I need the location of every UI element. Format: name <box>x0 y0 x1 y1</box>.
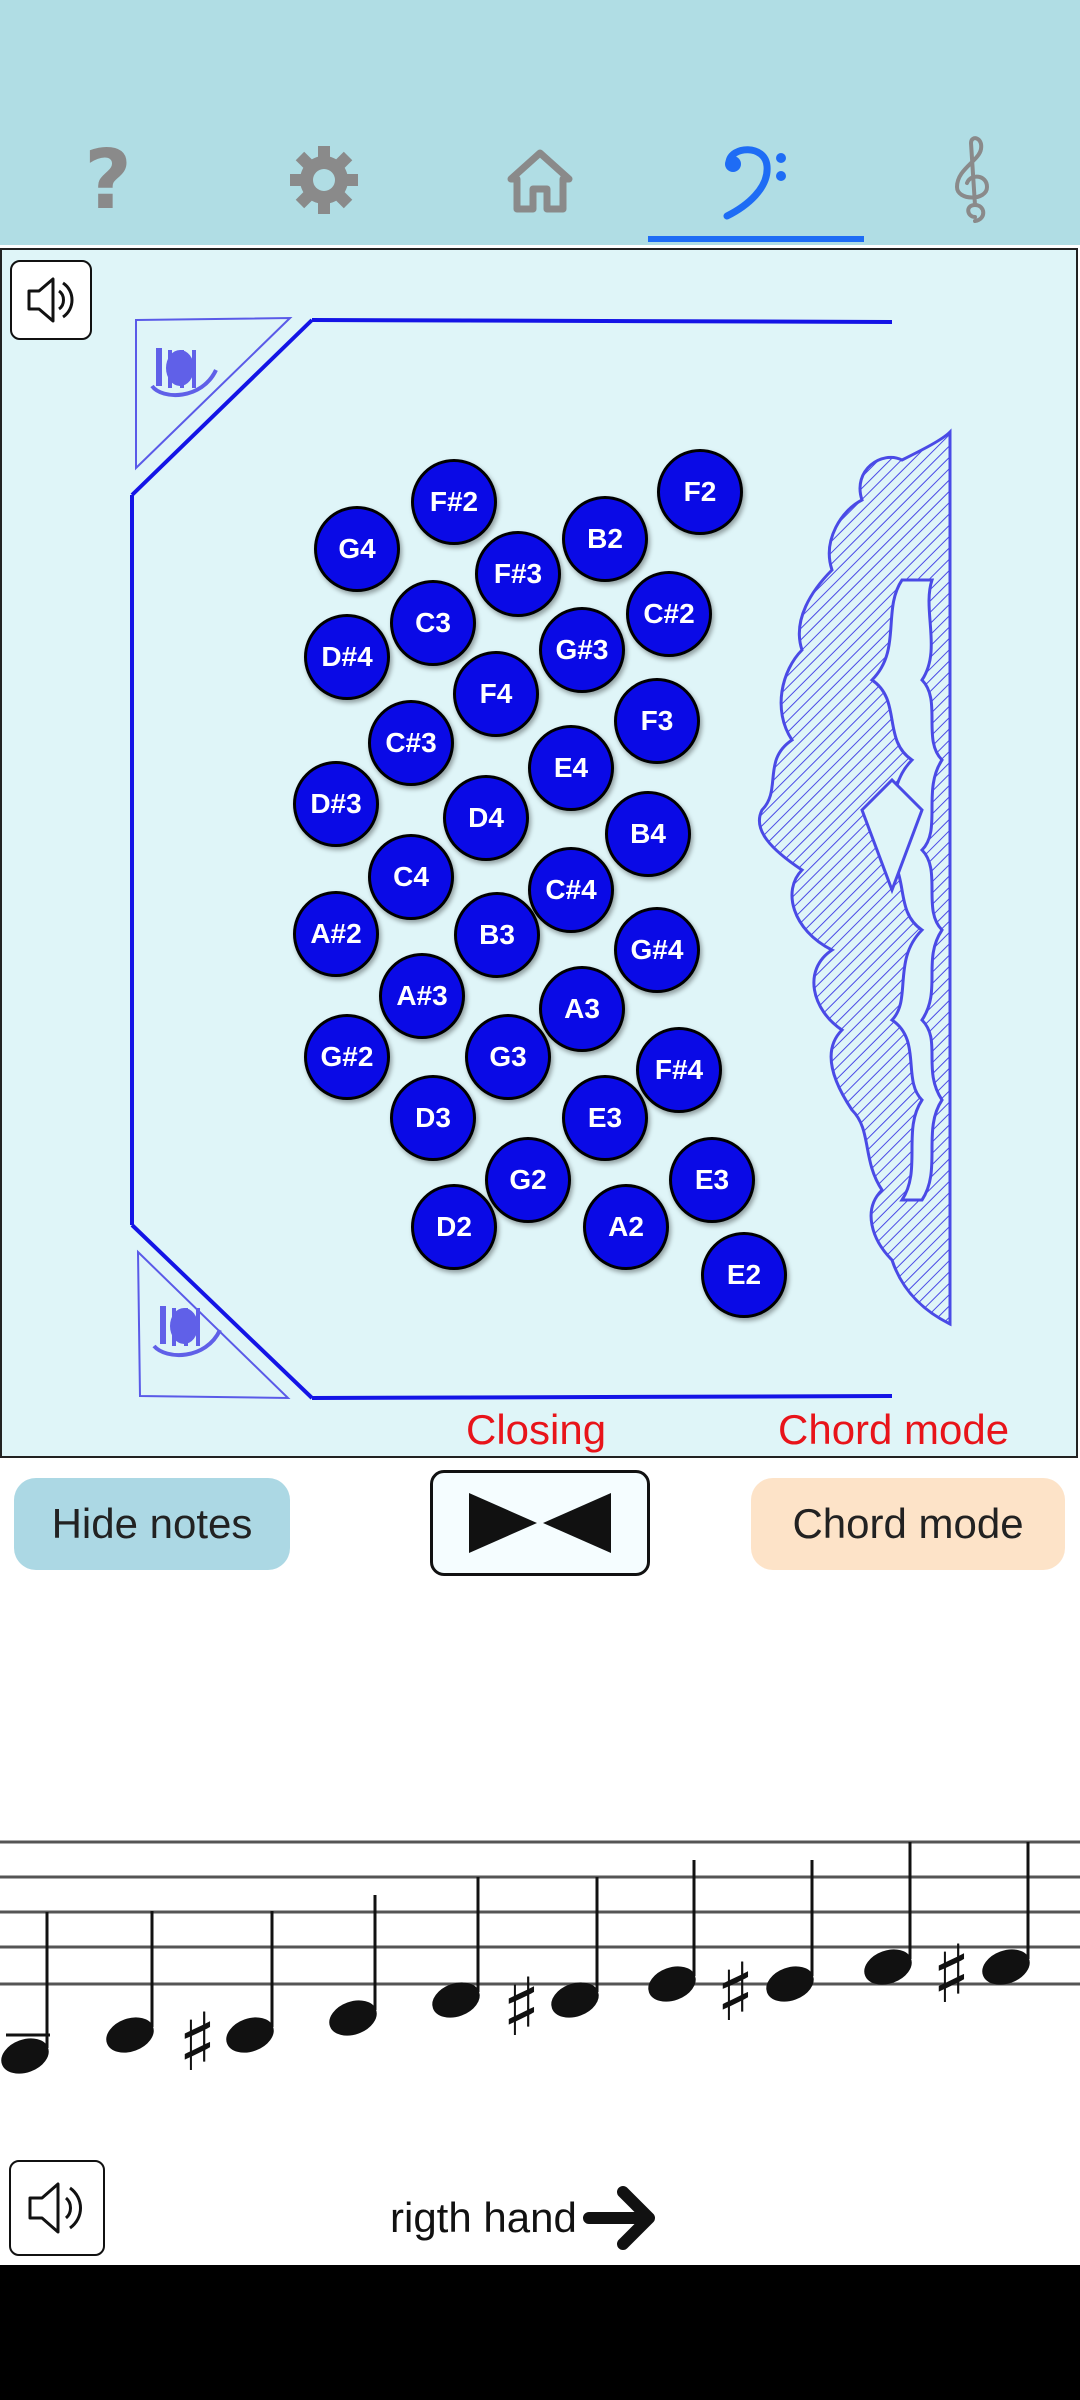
bass-key[interactable]: F#3 <box>475 531 561 617</box>
bass-key[interactable]: A2 <box>583 1184 669 1270</box>
bellows-status: Closing <box>466 1406 607 1453</box>
hand-label: rigth hand <box>390 2194 577 2241</box>
home-icon <box>507 149 573 213</box>
bass-key[interactable]: E4 <box>528 725 614 811</box>
bass-key[interactable]: B3 <box>454 892 540 978</box>
speaker-icon <box>28 2182 82 2234</box>
bass-key[interactable]: D2 <box>411 1184 497 1270</box>
bass-key[interactable]: G#3 <box>539 607 625 693</box>
bass-key[interactable]: B4 <box>605 791 691 877</box>
bass-key[interactable]: E3 <box>669 1137 755 1223</box>
hide-notes-button[interactable]: Hide notes <box>14 1478 290 1570</box>
bass-key[interactable]: D4 <box>443 775 529 861</box>
bass-key[interactable]: C4 <box>368 834 454 920</box>
staff-sound-button[interactable] <box>9 2160 105 2256</box>
svg-text:♯: ♯ <box>178 1996 217 2089</box>
bass-key[interactable]: D3 <box>390 1075 476 1161</box>
bass-key[interactable]: D#3 <box>293 761 379 847</box>
lyre-emblem-bottom <box>152 1306 222 1358</box>
tab-bass[interactable] <box>648 120 864 240</box>
active-tab-indicator <box>648 236 864 242</box>
bass-key[interactable]: E2 <box>701 1232 787 1318</box>
bass-keyboard-panel: F#2 F2 G4 B2 F#3 C3 C#2 D#4 G#3 F4 C#3 F… <box>0 248 1078 1458</box>
bass-key[interactable]: F3 <box>614 678 700 764</box>
bass-key[interactable]: F#4 <box>636 1027 722 1113</box>
system-nav-bar <box>0 2265 1080 2400</box>
tab-treble[interactable] <box>864 120 1080 240</box>
bass-key[interactable]: G2 <box>485 1137 571 1223</box>
staff-notes: ♯ ♯ ♯ ♯ <box>1 1842 1030 2089</box>
bass-key[interactable]: A#2 <box>293 891 379 977</box>
chord-mode-label: Chord mode <box>792 1500 1024 1547</box>
bass-key[interactable]: C3 <box>390 580 476 666</box>
tab-home[interactable] <box>432 120 648 240</box>
bass-key[interactable]: A3 <box>539 966 625 1052</box>
bass-key[interactable]: B2 <box>562 496 648 582</box>
lyre-emblem-top <box>150 348 218 398</box>
mode-status: Chord mode <box>778 1406 1010 1453</box>
sound-toggle-button[interactable] <box>10 260 92 340</box>
bass-key[interactable]: C#4 <box>528 847 614 933</box>
bass-key[interactable]: G4 <box>314 506 400 592</box>
bass-clef-icon <box>723 146 786 220</box>
bellows-icon <box>469 1493 611 1553</box>
bellows-toggle-button[interactable] <box>430 1470 650 1576</box>
tab-help[interactable]: ? <box>0 120 216 240</box>
treble-clef-icon <box>954 136 990 223</box>
bass-key[interactable]: A#3 <box>379 953 465 1039</box>
bass-key[interactable]: D#4 <box>304 614 390 700</box>
bass-key[interactable]: G#2 <box>304 1014 390 1100</box>
svg-text:♯: ♯ <box>932 1928 971 2021</box>
top-tab-bar: ? <box>0 0 1080 245</box>
svg-text:♯: ♯ <box>502 1961 541 2054</box>
speaker-icon <box>27 277 74 323</box>
bass-key[interactable]: E3 <box>562 1075 648 1161</box>
keyboard-frame <box>130 316 952 1400</box>
bass-key[interactable]: F2 <box>657 449 743 535</box>
arrow-right-icon <box>582 2186 655 2250</box>
bass-key[interactable]: G#4 <box>614 907 700 993</box>
help-icon: ? <box>84 132 132 228</box>
tab-settings[interactable] <box>216 120 432 240</box>
bass-key[interactable]: C#2 <box>626 571 712 657</box>
bass-key[interactable]: C#3 <box>368 700 454 786</box>
hand-switch-link[interactable]: rigth hand <box>390 2180 659 2256</box>
hide-notes-label: Hide notes <box>51 1500 253 1547</box>
music-staff: ♯ ♯ ♯ ♯ <box>0 1840 1080 2089</box>
bass-key[interactable]: F#2 <box>411 459 497 545</box>
bass-key[interactable]: G3 <box>465 1014 551 1100</box>
svg-text:♯: ♯ <box>716 1946 755 2039</box>
gear-icon <box>290 146 358 214</box>
bass-key[interactable]: F4 <box>453 651 539 737</box>
chord-mode-button[interactable]: Chord mode <box>751 1478 1065 1570</box>
